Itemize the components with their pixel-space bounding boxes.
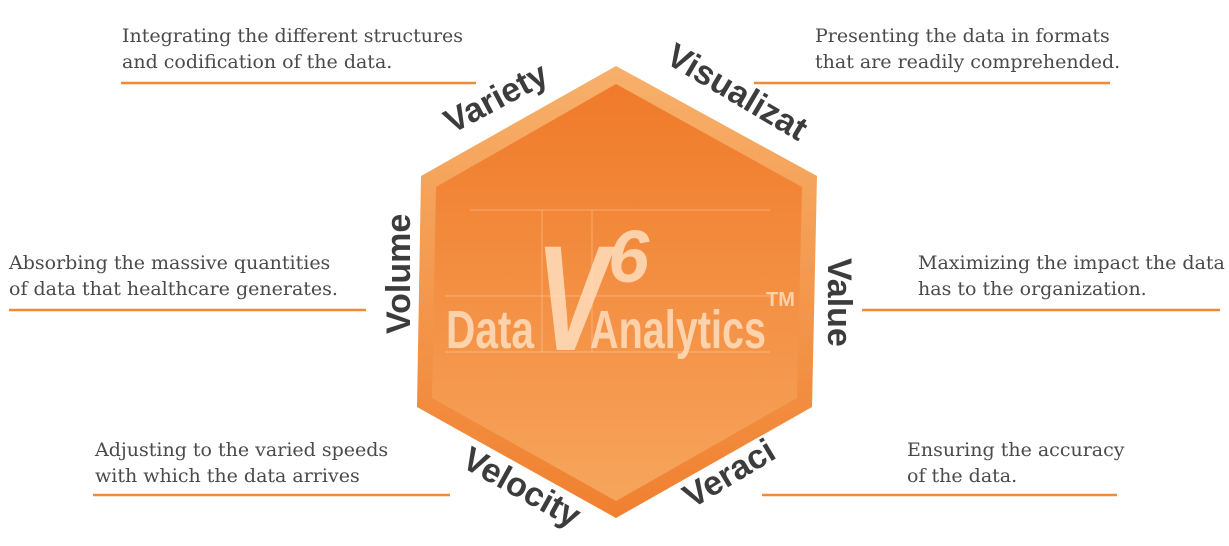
description-variety: Integrating the different structures and…	[121, 25, 476, 85]
description-veracity: Ensuring the accuracy of the data.	[762, 439, 1131, 497]
logo-trademark: TM	[766, 289, 795, 311]
description-velocity: Adjusting to the varied speeds with whic…	[93, 439, 450, 497]
hexagon-inner	[432, 84, 802, 501]
description-line: Integrating the different structures	[122, 25, 463, 47]
svg-text:Maximizing the impact the data: Maximizing the impact the data has to th…	[918, 252, 1229, 300]
description-line: Maximizing the impact the data	[918, 252, 1225, 274]
svg-text:Adjusting to the varied speeds: Adjusting to the varied speeds with whic…	[94, 439, 394, 487]
description-line: Ensuring the accuracy	[907, 439, 1125, 461]
description-line: that are readily comprehended.	[815, 51, 1120, 73]
svg-text:Absorbing the massive quantiti: Absorbing the massive quantities of data…	[8, 252, 338, 300]
label-value: Value	[820, 258, 858, 347]
description-line: Presenting the data in formats	[815, 25, 1110, 47]
svg-text:Ensuring the accuracy of: Ensuring the accuracy of the data.	[907, 439, 1131, 487]
logo-letter-v: V	[536, 215, 616, 383]
logo-word-data: Data	[446, 300, 535, 360]
description-line: of data that healthcare generates.	[9, 278, 338, 300]
logo-guides	[445, 209, 770, 353]
description-value: Maximizing the impact the data has to th…	[862, 252, 1229, 312]
label-volume: Volume	[380, 214, 418, 334]
svg-text:Presenting the data in formats: Presenting the data in formats that are …	[815, 25, 1120, 73]
description-line: of the data.	[907, 465, 1017, 487]
description-line: with which the data arrives	[95, 465, 360, 487]
description-line: Adjusting to the varied speeds	[94, 439, 388, 461]
logo-word-analytics: Analytics	[590, 300, 766, 360]
logo-superscript-6: 6	[608, 215, 650, 298]
description-line: has to the organization.	[918, 278, 1147, 300]
svg-text:Integrating the different stru: Integrating the different structures and…	[122, 25, 469, 73]
description-line: and codification of the data.	[122, 51, 392, 73]
description-visualization: Presenting the data in formats that are …	[754, 25, 1120, 85]
v6-logo: V 6 Data Analytics TM	[446, 215, 795, 383]
description-line: Absorbing the massive quantities	[8, 252, 330, 274]
description-volume: Absorbing the massive quantities of data…	[8, 252, 366, 312]
